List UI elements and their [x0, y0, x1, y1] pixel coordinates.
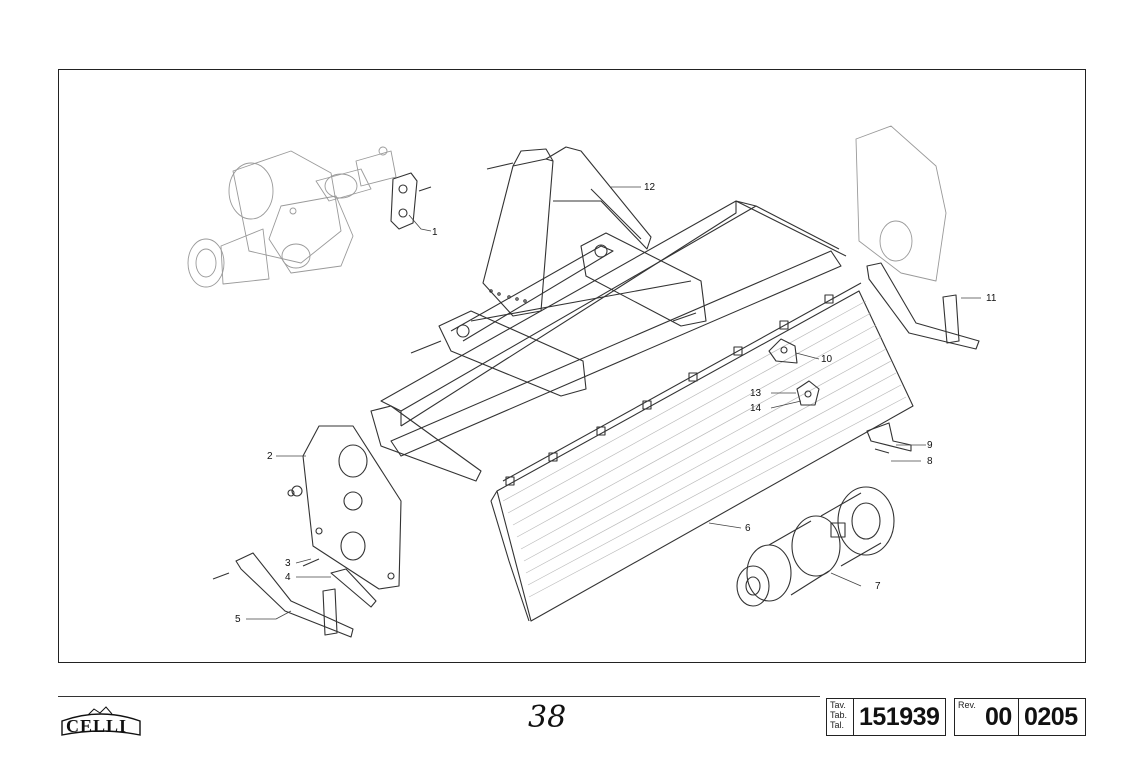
callout-4: 4 — [285, 572, 291, 583]
callout-5: 5 — [235, 614, 241, 625]
callout-8: 8 — [927, 456, 933, 467]
leader-lines — [246, 186, 981, 620]
callout-2: 2 — [267, 451, 273, 462]
callout-11: 11 — [986, 293, 997, 304]
callout-10: 10 — [821, 354, 833, 365]
rear-hood — [490, 282, 914, 622]
drawing-frame: 1 2 3 4 5 6 7 8 9 10 11 12 13 14 — [58, 69, 1086, 663]
skid-right — [866, 262, 980, 350]
callout-6: 6 — [745, 523, 751, 534]
side-plate-left — [287, 425, 402, 590]
bracket-13-14 — [796, 380, 820, 406]
skid-left — [212, 552, 377, 638]
revision-divider — [1018, 699, 1019, 735]
callout-14: 14 — [750, 403, 762, 414]
bracket-10 — [768, 338, 798, 364]
table-label-tav: Tav. — [830, 700, 846, 710]
gearbox-assembly — [187, 146, 397, 288]
exploded-parts-drawing — [187, 125, 981, 638]
page-number: 38 — [528, 700, 567, 735]
part-1-plate — [390, 172, 432, 230]
table-divider — [853, 699, 854, 735]
callout-3: 3 — [285, 558, 291, 569]
date-code: 0205 — [1024, 703, 1078, 731]
callout-1: 1 — [432, 227, 438, 238]
main-frame — [380, 200, 847, 457]
logo-text: CELLI — [66, 716, 128, 736]
rotor-shaft — [736, 486, 895, 607]
celli-logo — [61, 706, 141, 736]
callout-9: 9 — [927, 440, 933, 451]
table-number-box: Tav. Tab. Tal. 151939 — [826, 698, 946, 736]
callout-13: 13 — [750, 388, 762, 399]
side-plate-right — [855, 125, 947, 282]
hinge-9-8 — [866, 422, 912, 454]
hitch-tower — [482, 146, 652, 317]
callout-12: 12 — [644, 182, 656, 193]
revision-number: 00 — [985, 703, 1012, 731]
rev-label: Rev. — [958, 700, 976, 710]
footer-rule — [58, 696, 820, 697]
table-number: 151939 — [859, 703, 940, 731]
callout-7: 7 — [875, 581, 881, 592]
table-label-tal: Tal. — [830, 720, 845, 730]
revision-box: Rev. 00 0205 — [954, 698, 1086, 736]
side-arms — [370, 232, 707, 482]
table-label-tab: Tab. — [830, 710, 848, 720]
